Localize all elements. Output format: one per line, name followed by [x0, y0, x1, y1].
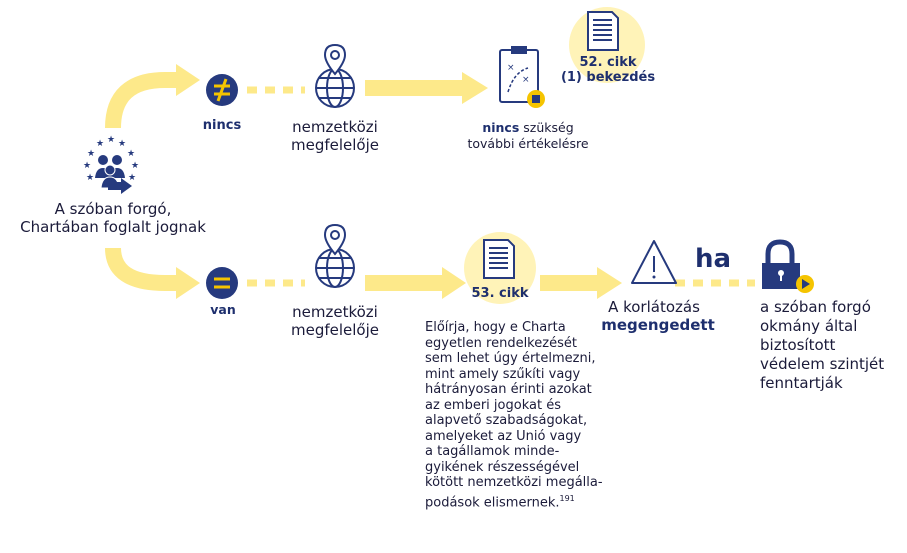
svg-text:★: ★ — [96, 139, 104, 149]
globe-pin-icon — [315, 223, 355, 288]
curve-arrow-up — [105, 72, 180, 129]
article-53-body: Előírja, hogy e Charta egyetlen rendelke… — [425, 320, 603, 510]
not-equal-icon — [206, 74, 238, 106]
svg-text:★: ★ — [107, 135, 115, 145]
arrow-restriction-head — [597, 267, 622, 299]
if-word: ha — [695, 244, 732, 274]
arrow-top-head — [462, 72, 488, 104]
svg-text:×: × — [522, 75, 530, 85]
international-equivalent-bottom: nemzetközi megfelelője — [290, 303, 379, 339]
article-52-label: 52. cikk (1) bekezdés — [560, 55, 656, 85]
clipboard-strategy-icon: × × — [499, 46, 545, 108]
article-53-text: Előírja, hogy e Charta egyetlen rendelke… — [425, 320, 650, 510]
permitted-label: megengedett — [601, 316, 715, 334]
arrow-head-up — [176, 64, 200, 96]
condition-text: a szóban forgó okmány által biztosított … — [760, 298, 885, 392]
svg-text:★: ★ — [128, 173, 136, 183]
padlock-icon — [762, 239, 814, 293]
svg-text:×: × — [507, 63, 515, 73]
assessment-rest: szükség további értékelésre — [467, 120, 589, 151]
globe-pin-icon — [315, 43, 355, 108]
arrow-bottom-head — [442, 267, 466, 299]
no-word: nincs — [482, 120, 520, 135]
arrow-head-down — [176, 267, 200, 299]
curve-arrow-down — [105, 247, 180, 291]
warning-icon — [631, 240, 677, 284]
svg-text:★: ★ — [127, 149, 135, 159]
international-equivalent-top: nemzetközi megfelelője — [290, 118, 379, 154]
no-assessment-text: nincs szükség további értékelésre — [448, 120, 608, 152]
document-icon — [587, 11, 619, 51]
van-label: van — [210, 302, 236, 317]
svg-text:★: ★ — [86, 173, 94, 183]
footnote-ref: 191 — [559, 493, 575, 503]
svg-text:★: ★ — [131, 161, 139, 171]
svg-text:★: ★ — [87, 149, 95, 159]
restriction-label: A korlátozás — [608, 298, 700, 316]
subject-label: A szóban forgó, Chartában foglalt jognak — [20, 200, 206, 236]
nincs-label: nincs — [202, 118, 242, 133]
article-53-label: 53. cikk — [471, 286, 529, 301]
svg-text:★: ★ — [83, 161, 91, 171]
svg-text:★: ★ — [118, 139, 126, 149]
people-stars-icon: ★★★ ★★ ★★ ★★ — [83, 135, 139, 194]
equal-icon — [206, 267, 238, 299]
document-icon — [483, 239, 515, 279]
